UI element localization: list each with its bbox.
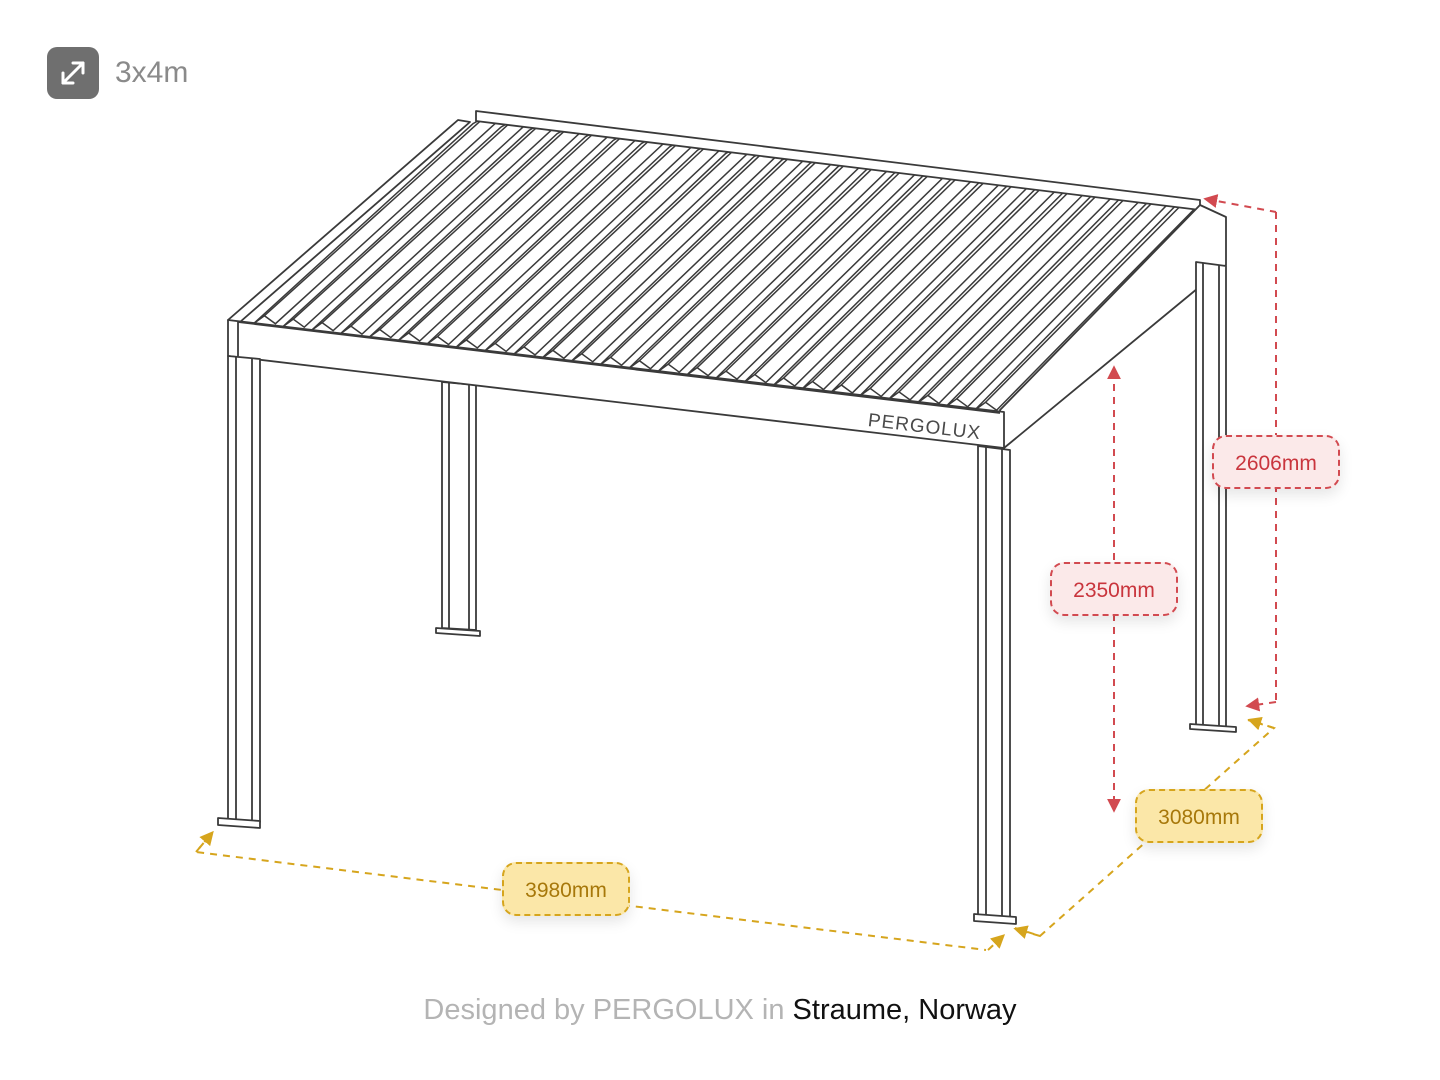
roof-louver-ridge (494, 143, 710, 344)
back-beam (475, 110, 1201, 211)
roof-louver-ridge (292, 120, 513, 320)
height-dimension-line (1203, 194, 1277, 712)
roof-louver-ridge (811, 179, 1019, 383)
roof-louver-ridge (985, 199, 1187, 403)
roof-louver-ridge (696, 166, 906, 369)
post-back-left (435, 381, 481, 637)
roof-louver-ridge (956, 196, 1159, 400)
footer-prefix: Designed by PERGOLUX in (423, 994, 785, 1026)
roof-louver-ridge (927, 193, 1131, 396)
roof-louver-ridge (321, 123, 541, 324)
roof-louver-ridge (465, 140, 682, 341)
roof-louver-ridge (869, 186, 1075, 389)
diagonal-expand-arrows-icon (47, 47, 99, 99)
roof-louver-ridge (610, 156, 822, 358)
roof-louver-ridge (408, 133, 625, 334)
post-front-left (217, 355, 261, 829)
roof-louver-ridge (754, 173, 962, 376)
roof-louvers (252, 116, 1199, 412)
width-label: 3980mm (502, 862, 630, 916)
roof-louver-ridge (523, 146, 738, 348)
roof-louver-ridge (379, 130, 597, 331)
roof-louver-ridge (840, 183, 1047, 386)
clear-height-label: 2350mm (1050, 562, 1178, 616)
size-label: 3x4m (115, 56, 189, 89)
roof-louver-ridge (436, 136, 654, 338)
roof-louver-ridge (725, 170, 934, 372)
front-beam (227, 319, 1005, 449)
roof-louver-ridge (898, 189, 1103, 393)
roof-louver-ridge (638, 160, 850, 362)
roof-louver-ridge (350, 127, 569, 327)
roof-louver-ridge (667, 163, 878, 365)
footer-location: Straume, Norway (792, 994, 1017, 1026)
roof-louver-ridge (581, 153, 794, 355)
size-badge: 3x4m (47, 47, 188, 99)
depth-label: 3080mm (1135, 789, 1263, 843)
post-front-right (973, 445, 1017, 925)
roof-louver-ridge (263, 117, 485, 317)
pergola-frame (217, 110, 1237, 925)
roof-louver-ridge (552, 150, 766, 351)
footer-credit: Designed by PERGOLUX in Straume, Norway (0, 994, 1440, 1027)
post-back-right (1189, 261, 1237, 733)
roof-louver-ridge (783, 176, 990, 379)
width-dimension-line (194, 830, 1006, 951)
total-height-label: 2606mm (1212, 435, 1340, 489)
